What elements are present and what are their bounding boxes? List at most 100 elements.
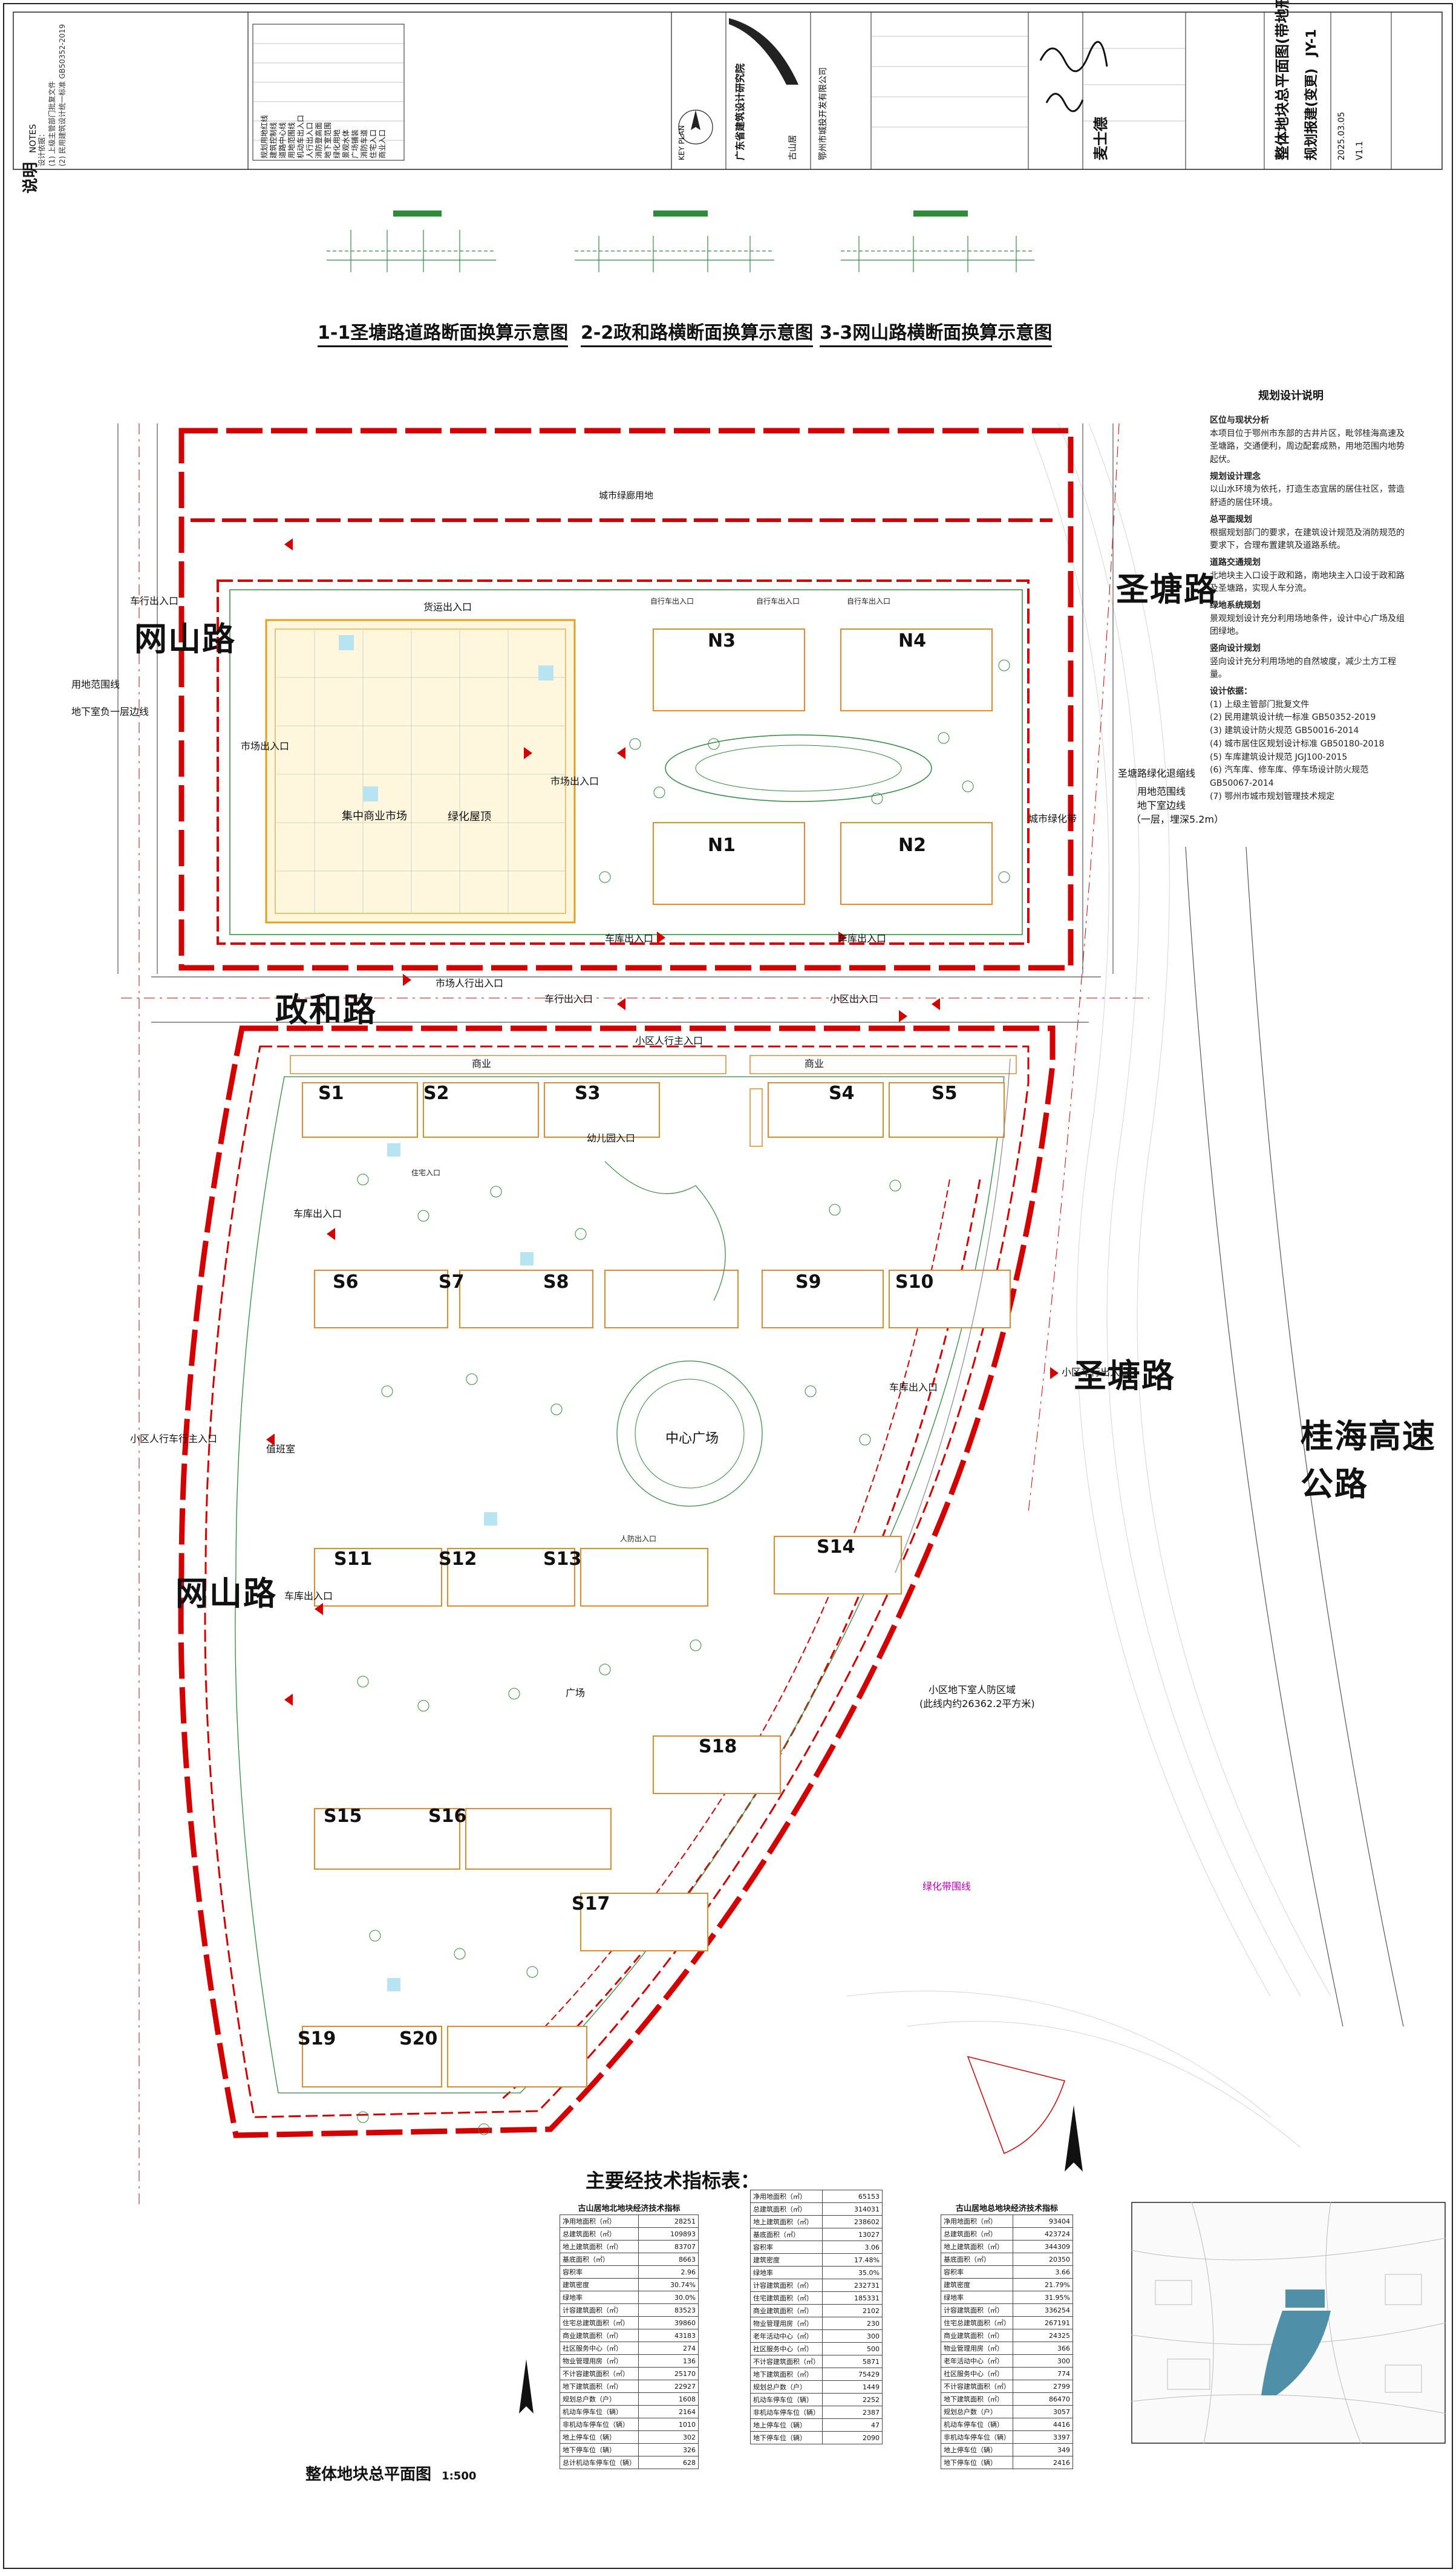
- table-cell-label: 地上停车位（辆）: [750, 2418, 823, 2432]
- table-row: 地上停车位（辆）349: [941, 2443, 1073, 2456]
- building-s19: S19: [298, 2028, 336, 2049]
- table-cell-value: 274: [638, 2342, 699, 2355]
- table-row: 不计容建筑面积（㎡）25170: [560, 2367, 699, 2380]
- table-cell-value: 28251: [638, 2215, 699, 2228]
- road-wangshan-top: 网山路: [134, 620, 236, 658]
- table-cell-value: 1449: [822, 2380, 883, 2394]
- table-cell-value: 326: [638, 2443, 699, 2456]
- table-row: 老年活动中心（㎡）300: [750, 2329, 883, 2343]
- table-cell-label: 老年活动中心（㎡）: [941, 2354, 1013, 2368]
- building-n4: N4: [898, 630, 926, 651]
- legend-item: 消防车道: [360, 129, 368, 158]
- garage-entry-north-2: 车库出入口: [838, 933, 887, 944]
- planning-notes-p8: (2) 民用建筑设计统一标准 GB50352-2019: [1210, 713, 1376, 723]
- drawing-version: V1.1: [1355, 141, 1365, 160]
- table-cell-value: 4416: [1013, 2418, 1073, 2431]
- table-cell-value: 423724: [1013, 2227, 1073, 2241]
- table-cell-value: 13027: [822, 2228, 883, 2241]
- table-cell-label: 商业建筑面积（㎡）: [941, 2329, 1013, 2342]
- planning-notes-p7: (1) 上级主管部门批复文件: [1210, 699, 1310, 710]
- basement-line-label: 地下室负一层边线: [71, 706, 149, 717]
- table-cell-label: 非机动车停车位（辆）: [750, 2406, 823, 2419]
- planning-notes-p12: (6) 汽车库、修车库、停车场设计防火规范 GB50067-2014: [1210, 765, 1369, 788]
- table-cell-label: 社区服务中心（㎡）: [560, 2342, 639, 2355]
- table-cell-value: 628: [638, 2456, 699, 2469]
- market-entry-label-2: 市场出入口: [550, 775, 599, 787]
- table-row: 基底面积（㎡）8663: [560, 2253, 699, 2266]
- table-row: 地上建筑面积（㎡）344309: [941, 2240, 1073, 2253]
- table-cell-value: 2164: [638, 2405, 699, 2418]
- drawing-subtitle: 规划报建(变更) JY-1: [1301, 29, 1320, 160]
- planning-notes-p10: (4) 城市居住区规划设计标准 GB50180-2018: [1210, 739, 1385, 749]
- table-cell-label: 建筑密度: [560, 2278, 639, 2291]
- basement-right-label: 地下室边线: [1137, 800, 1186, 811]
- table-cell-value: 83523: [638, 2303, 699, 2317]
- table-cell-value: 21.79%: [1013, 2278, 1073, 2291]
- table-row: 老年活动中心（㎡）300: [941, 2354, 1073, 2368]
- table-cell-label: 住宅建筑面积（㎡）: [750, 2291, 823, 2305]
- notes-line: (2) 民用建筑设计统一标准 GB50352-2019: [58, 24, 67, 166]
- basement-area-label-2: (此线内约26362.2平方米): [919, 1698, 1035, 1709]
- table-cell-label: 物业管理用房（㎡）: [750, 2317, 823, 2330]
- table-cell-value: 25170: [638, 2367, 699, 2380]
- table-cell-value: 2090: [822, 2431, 883, 2444]
- table-cell-label: 地下建筑面积（㎡）: [941, 2392, 1013, 2406]
- table-row: 机动车停车位（辆）4416: [941, 2418, 1073, 2431]
- table-cell-value: 230: [822, 2317, 883, 2330]
- table-cell-value: 22927: [638, 2380, 699, 2393]
- table-cell-label: 绿地率: [750, 2266, 823, 2279]
- legend-item: 绿化用地: [333, 129, 341, 158]
- building-s5: S5: [932, 1083, 958, 1104]
- table-cell-value: 2799: [1013, 2380, 1073, 2393]
- table-row: 机动车停车位（辆）2252: [750, 2393, 883, 2406]
- table-row: 基底面积（㎡）20350: [941, 2253, 1073, 2266]
- table-row: 非机动车停车位（辆）1010: [560, 2418, 699, 2431]
- table-row: 社区服务中心（㎡）274: [560, 2342, 699, 2355]
- center-plaza-label: 中心广场: [665, 1431, 719, 1446]
- building-s1: S1: [318, 1083, 344, 1104]
- duty-room-label: 值班室: [266, 1443, 296, 1455]
- table-cell-label: 地下建筑面积（㎡）: [560, 2380, 639, 2393]
- car-entry-left-label: 车行出入口: [130, 595, 179, 607]
- table-cell-label: 老年活动中心（㎡）: [750, 2329, 823, 2343]
- table-cell-value: 5871: [822, 2355, 883, 2368]
- legend-item: 人行出入口: [305, 122, 314, 158]
- section-title-2: 2-2政和路横断面换算示意图: [581, 318, 814, 347]
- table-row: 地下停车位（辆）2416: [941, 2456, 1073, 2469]
- building-s18: S18: [699, 1736, 737, 1757]
- table-cell-value: 3397: [1013, 2430, 1073, 2444]
- cargo-entry-label: 货运出入口: [423, 601, 472, 613]
- table-row: 计容建筑面积（㎡）232731: [750, 2279, 883, 2292]
- table-cell-label: 总建筑面积（㎡）: [750, 2202, 823, 2216]
- table-cell-label: 规划总户数（户）: [560, 2392, 639, 2406]
- south-xiaoqu-entry: 小区出入口: [830, 993, 879, 1005]
- road-section-sketches: [327, 211, 1034, 272]
- table-cell-label: 建筑密度: [750, 2253, 823, 2267]
- table-cell-label: 不计容建筑面积（㎡）: [560, 2367, 639, 2380]
- table-cell-value: 185331: [822, 2291, 883, 2305]
- table-cell-label: 建筑密度: [941, 2278, 1013, 2291]
- key-plan-map: [1131, 2202, 1446, 2444]
- table-row: 总建筑面积（㎡）423724: [941, 2227, 1073, 2241]
- table-row: 商业建筑面积（㎡）24325: [941, 2329, 1073, 2342]
- road-wangshan-bottom: 网山路: [175, 1575, 277, 1613]
- table-row: 规划总户数（户）1608: [560, 2392, 699, 2406]
- key-plan-label: KEY PLAN: [677, 125, 686, 160]
- table-cell-value: 774: [1013, 2367, 1073, 2380]
- drawing-title: 整体地块总平面图(带地形): [1274, 0, 1291, 160]
- table-cell-label: 地下停车位（辆）: [750, 2431, 823, 2444]
- notes-title: 说明: [22, 162, 40, 194]
- table-cell-label: 净用地面积（㎡）: [560, 2215, 639, 2228]
- legend-item: 建筑控制线: [269, 122, 278, 158]
- table-cell-value: 300: [822, 2329, 883, 2343]
- table-cell-label: 计容建筑面积（㎡）: [560, 2303, 639, 2317]
- table-cell-label: 地上停车位（辆）: [560, 2430, 639, 2444]
- client-name: 鄂州市城投开发有限公司: [818, 67, 828, 160]
- bike-entry-2: 自行车出入口: [756, 597, 800, 605]
